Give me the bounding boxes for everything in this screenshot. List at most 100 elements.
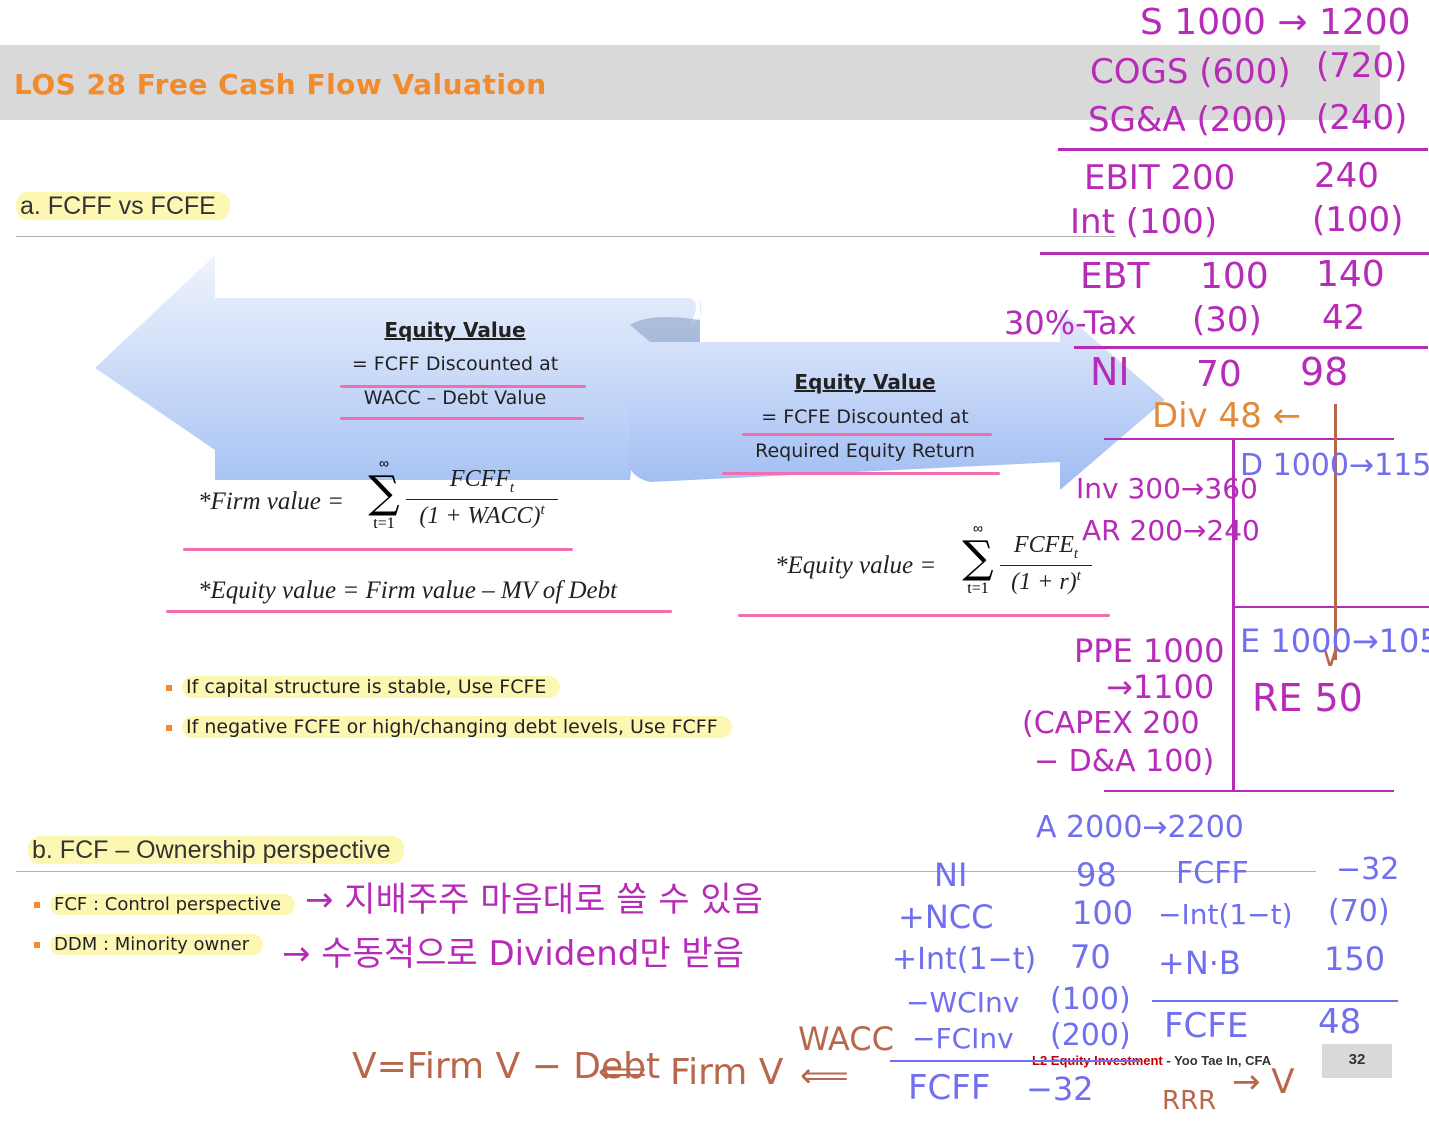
hw-fcf-ncc: +NCC bbox=[898, 898, 994, 936]
hw-fcf-int: +Int(1−t) bbox=[892, 942, 1037, 977]
hw-line bbox=[1104, 438, 1394, 440]
left-box: Equity Value = FCFF Discounted at WACC –… bbox=[330, 318, 580, 409]
hw-fcf-fc: −FCInv bbox=[912, 1022, 1014, 1055]
sigma-icon: ∑ bbox=[962, 532, 994, 583]
hw-div: Div 48 ← bbox=[1152, 396, 1302, 436]
hw-arrow-line bbox=[1334, 404, 1337, 660]
hw-line bbox=[1152, 1000, 1398, 1002]
page-number: 32 bbox=[1322, 1044, 1392, 1078]
right-box-line1: = FCFE Discounted at bbox=[761, 406, 969, 428]
hw-r-nb-v: 150 bbox=[1324, 940, 1386, 978]
hw-ebit2: 240 bbox=[1314, 156, 1379, 196]
section-a-heading: a. FCFF vs FCFE bbox=[16, 192, 230, 221]
hw-tax1: (30) bbox=[1192, 300, 1262, 340]
hw-r-fcfe-v: 48 bbox=[1318, 1002, 1362, 1042]
hw-line bbox=[1104, 790, 1394, 792]
hw-fcf-fcff-v: −32 bbox=[1026, 1070, 1094, 1108]
down-arrow-icon: ∨ bbox=[1320, 640, 1341, 673]
sigma-icon: ∑ bbox=[368, 467, 400, 518]
section-a-divider bbox=[16, 236, 1116, 237]
hw-fcf-ni-v: 98 bbox=[1076, 856, 1117, 894]
underline bbox=[340, 417, 584, 420]
hw-ebt: EBT bbox=[1080, 256, 1150, 297]
bullet-text: If negative FCFE or high/changing debt l… bbox=[182, 716, 732, 738]
hw-ni1: 70 bbox=[1196, 354, 1242, 395]
hw-r-fcff: FCFF bbox=[1176, 856, 1249, 891]
hw-ppe2: →1100 bbox=[1106, 668, 1215, 706]
hw-assets: A 2000→2200 bbox=[1036, 810, 1244, 845]
bullet-marker bbox=[166, 724, 172, 731]
hw-ar: AR 200→240 bbox=[1082, 514, 1260, 547]
section-b-divider bbox=[16, 871, 1316, 872]
equity-value-fraction: FCFEt (1 + r)t bbox=[1000, 532, 1092, 596]
underline bbox=[340, 385, 586, 388]
sum-top: ∞ bbox=[379, 455, 389, 471]
superscript: t bbox=[1076, 567, 1081, 584]
hw-line bbox=[1232, 606, 1429, 608]
denominator: (1 + WACC) bbox=[419, 502, 541, 529]
subscript: t bbox=[509, 479, 515, 496]
hw-re: RE 50 bbox=[1252, 676, 1363, 720]
sum-symbol: ∞ ∑ t=1 bbox=[958, 520, 998, 598]
hw-r-fcfe: FCFE bbox=[1164, 1006, 1249, 1046]
hw-ebt1: 100 bbox=[1200, 256, 1269, 297]
underline bbox=[183, 548, 573, 551]
right-box-line2: Required Equity Return bbox=[755, 440, 975, 462]
hw-r-int-v: (70) bbox=[1328, 894, 1390, 929]
hw-wacc: WACC bbox=[798, 1020, 894, 1058]
sum-top: ∞ bbox=[973, 520, 983, 536]
sum-bottom: t=1 bbox=[373, 515, 395, 532]
underline bbox=[738, 614, 1110, 617]
right-arrow-shape bbox=[627, 298, 1165, 490]
hw-line bbox=[890, 1060, 1140, 1062]
hw-cogs2: (720) bbox=[1316, 46, 1408, 86]
left-box-line1: = FCFF Discounted at bbox=[351, 353, 559, 375]
subscript: t bbox=[1073, 545, 1079, 562]
handwritten-note-minority: → 수동적으로 Dividend만 받음 bbox=[282, 934, 744, 974]
sum-symbol: ∞ ∑ t=1 bbox=[364, 455, 404, 533]
bullet-text: DDM : Minority owner bbox=[50, 934, 264, 955]
hw-tax2: 42 bbox=[1322, 298, 1366, 338]
hw-equity: E 1000→1050 bbox=[1240, 622, 1429, 660]
numerator: FCFF bbox=[449, 466, 510, 492]
hw-sales: S 1000 → 1200 bbox=[1140, 2, 1411, 43]
left-arrow-icon: ⟸ bbox=[800, 1056, 849, 1096]
hw-firm-v: Firm V bbox=[670, 1052, 784, 1093]
bullet-item: If capital structure is stable, Use FCFE bbox=[166, 676, 561, 698]
hw-tax: 30%-Tax bbox=[1004, 304, 1137, 342]
hw-ebt2: 140 bbox=[1316, 254, 1385, 295]
hw-capex: (CAPEX 200 bbox=[1022, 706, 1200, 741]
footer-sep: - bbox=[1162, 1053, 1175, 1068]
hw-sga2: (240) bbox=[1316, 98, 1408, 138]
hw-cogs: COGS (600) bbox=[1090, 52, 1291, 92]
hw-da: − D&A 100) bbox=[1034, 744, 1215, 779]
right-box: Equity Value = FCFE Discounted at Requir… bbox=[725, 370, 1005, 462]
hw-sga: SG&A (200) bbox=[1088, 100, 1288, 140]
hw-ppe: PPE 1000 bbox=[1074, 632, 1225, 670]
bullet-marker bbox=[166, 684, 172, 691]
handwritten-note-control: → 지배주주 마음대로 쓸 수 있음 bbox=[305, 880, 763, 920]
equity-value-lhs: *Equity value = bbox=[775, 552, 937, 579]
left-arrow-shape bbox=[95, 255, 696, 480]
underline bbox=[742, 433, 992, 436]
arrow-fold bbox=[630, 316, 700, 342]
hw-r-fcff-v: −32 bbox=[1336, 852, 1400, 887]
page-title: LOS 28 Free Cash Flow Valuation bbox=[14, 68, 547, 101]
hw-ebit: EBIT 200 bbox=[1084, 158, 1236, 198]
numerator: FCFE bbox=[1013, 532, 1074, 558]
hw-fcf-fc-v: (200) bbox=[1050, 1018, 1131, 1053]
bullet-marker bbox=[34, 942, 40, 948]
hw-inv: Inv 300→360 bbox=[1076, 472, 1258, 505]
title-bar bbox=[0, 45, 1380, 120]
bullet-text: If capital structure is stable, Use FCFE bbox=[182, 676, 561, 698]
underline bbox=[722, 472, 1000, 475]
hw-vline bbox=[1232, 440, 1235, 792]
hw-v: → V bbox=[1232, 1062, 1295, 1102]
right-box-heading: Equity Value bbox=[794, 370, 936, 394]
bullet-item: DDM : Minority owner bbox=[34, 934, 264, 955]
left-arrow-icon: ⟸ bbox=[598, 1052, 647, 1092]
hw-int2: (100) bbox=[1312, 200, 1404, 240]
section-a-label: a. FCFF vs FCFE bbox=[16, 192, 230, 220]
hw-fcf-wc: −WCInv bbox=[906, 986, 1020, 1019]
left-box-line2: WACC – Debt Value bbox=[363, 387, 547, 409]
